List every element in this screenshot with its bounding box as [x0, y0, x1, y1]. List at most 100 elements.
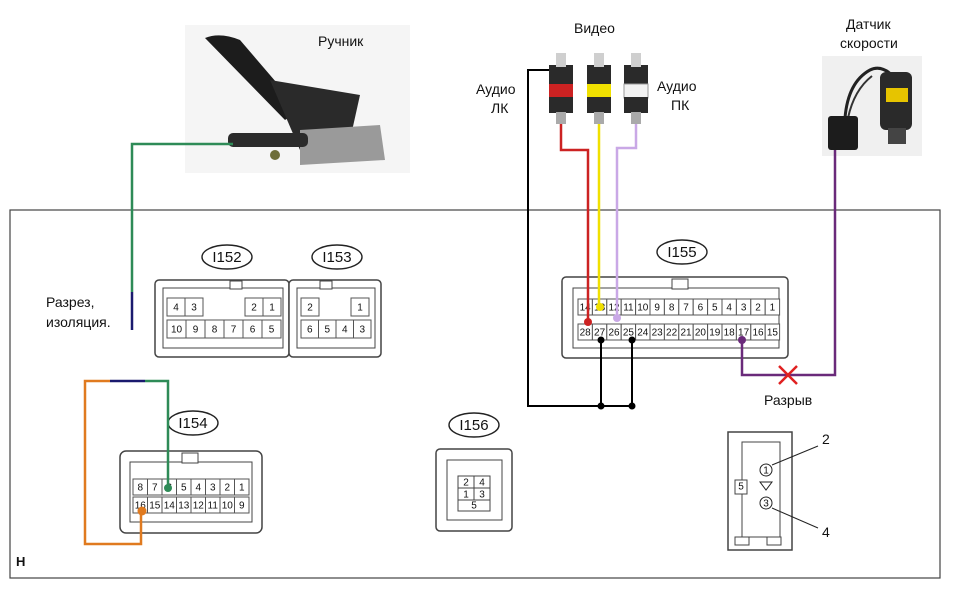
I154-pin-3: 3	[210, 483, 216, 494]
wire-handbrake-green	[130, 142, 233, 292]
audio-left-label-2: ЛК	[491, 100, 509, 116]
handbrake-image	[185, 25, 410, 173]
I155-pin-9: 9	[654, 303, 660, 314]
video-label: Видео	[574, 20, 615, 36]
I156-pin: 2	[463, 478, 469, 489]
I156-pin: 1	[463, 490, 469, 501]
rca-plug-white	[623, 53, 649, 124]
I154-pin-7: 7	[152, 483, 158, 494]
side-box-number: 5	[738, 482, 744, 493]
I155-pin-17-dot	[738, 336, 746, 344]
I154-pin-6-dot	[164, 484, 172, 492]
I155-pin-13-dot	[596, 303, 604, 311]
side-pin-1	[759, 463, 773, 477]
I154-pin-cell	[234, 496, 250, 514]
I152-pin-9: 9	[193, 325, 199, 336]
I155-pin-8: 8	[669, 303, 675, 314]
I154-pin-4: 4	[195, 483, 201, 494]
I155-pin-28: 28	[580, 328, 592, 339]
ground-junction-1	[597, 402, 605, 410]
I155-pin-14: 14	[580, 303, 592, 314]
I155-pin-10: 10	[637, 303, 649, 314]
I154-pin-2: 2	[224, 483, 230, 494]
audio-left-label-1: Аудио	[476, 81, 516, 97]
I153-pin-4: 4	[342, 325, 348, 336]
connector-I155: 1413121110987654321 28272625242322212019…	[561, 276, 789, 359]
wire-audio-left-red	[559, 124, 590, 322]
I155-pin-24: 24	[637, 328, 649, 339]
connector-I153-tag-ellipse	[311, 244, 363, 270]
I155-pin-cell	[764, 298, 781, 316]
I155-pin-28-dot	[584, 318, 592, 326]
I152-pin-cell	[184, 297, 204, 317]
I152-pin-cell	[262, 297, 282, 317]
panel-letter: H	[16, 554, 25, 569]
callout-pin-2: 2	[822, 431, 830, 447]
rca-plug-red	[549, 53, 573, 124]
callout-pin-4: 4	[822, 524, 830, 540]
I154-pin-cell	[234, 478, 250, 496]
I156-pin: 5	[471, 501, 477, 512]
I155-pin-12-dot	[613, 314, 621, 322]
I153-pin-6: 6	[307, 325, 313, 336]
I154-pin-1: 1	[239, 483, 245, 494]
I155-pin-21: 21	[680, 328, 692, 339]
connector-I155-tag-ellipse	[656, 239, 708, 265]
I155-pin-22: 22	[666, 328, 678, 339]
wire-audio-right-lavender	[615, 124, 638, 317]
I152-pin-7: 7	[231, 325, 237, 336]
audio-right-label-2: ПК	[671, 97, 690, 113]
I153-pin-5: 5	[324, 325, 330, 336]
I154-pin-5: 5	[181, 483, 187, 494]
I152-pin-cell	[261, 319, 282, 339]
speed-sensor-label-2: скорости	[840, 35, 898, 51]
connector-I155-tag: I155	[667, 244, 696, 261]
I154-pin-8: 8	[137, 483, 143, 494]
I154-pin-11: 11	[208, 501, 219, 512]
I153-pin-1: 1	[357, 303, 363, 314]
wire-ground-black	[527, 69, 632, 407]
I155-pin-2: 2	[755, 303, 761, 314]
connector-I154-tag: I154	[178, 415, 207, 432]
cut-insulation-label-1: Разрез,	[46, 294, 95, 310]
connector-I156-tag-ellipse	[448, 412, 500, 438]
I156-pin: 3	[479, 490, 485, 501]
connector-I152-tag-ellipse	[201, 244, 253, 270]
I156-pin: 4	[479, 478, 485, 489]
I155-pin-3: 3	[741, 303, 747, 314]
audio-right-label-1: Аудио	[657, 78, 697, 94]
wire-I154-orange	[83, 379, 143, 546]
I154-pin-15-dot	[137, 506, 147, 516]
side-pin-3-label: 3	[763, 499, 769, 510]
connector-I156-tag: I156	[459, 417, 488, 434]
I155-pin-4: 4	[726, 303, 732, 314]
I155-pin-6: 6	[698, 303, 704, 314]
ground-junction-2	[628, 402, 636, 410]
I155-pin-23: 23	[652, 328, 664, 339]
I155-pin-15: 15	[767, 328, 779, 339]
wire-I154-green	[145, 379, 170, 488]
handbrake-label: Ручник	[318, 33, 364, 49]
I155-pin-19: 19	[709, 328, 721, 339]
I155-pin-27: 27	[594, 328, 606, 339]
I154-pin-12: 12	[193, 501, 205, 512]
I155-pin-25: 25	[623, 328, 635, 339]
rca-plug-yellow	[587, 53, 611, 124]
I154-pin-14: 14	[164, 501, 176, 512]
I152-pin-3: 3	[191, 303, 197, 314]
I155-pin-18: 18	[724, 328, 736, 339]
connector-I156: 2 4 1 3 5	[435, 448, 513, 532]
I152-pin-6: 6	[250, 325, 256, 336]
I154-pin-13: 13	[178, 501, 190, 512]
I155-pin-12: 12	[608, 303, 620, 314]
I155-pin-27-dot	[597, 336, 605, 344]
I155-pin-25-dot	[628, 336, 636, 344]
I152-pin-5: 5	[269, 325, 275, 336]
I153-pin-3: 3	[359, 325, 365, 336]
I155-pin-26: 26	[608, 328, 620, 339]
side-pin-1-label: 1	[763, 466, 769, 477]
I154-pin-9: 9	[239, 501, 245, 512]
